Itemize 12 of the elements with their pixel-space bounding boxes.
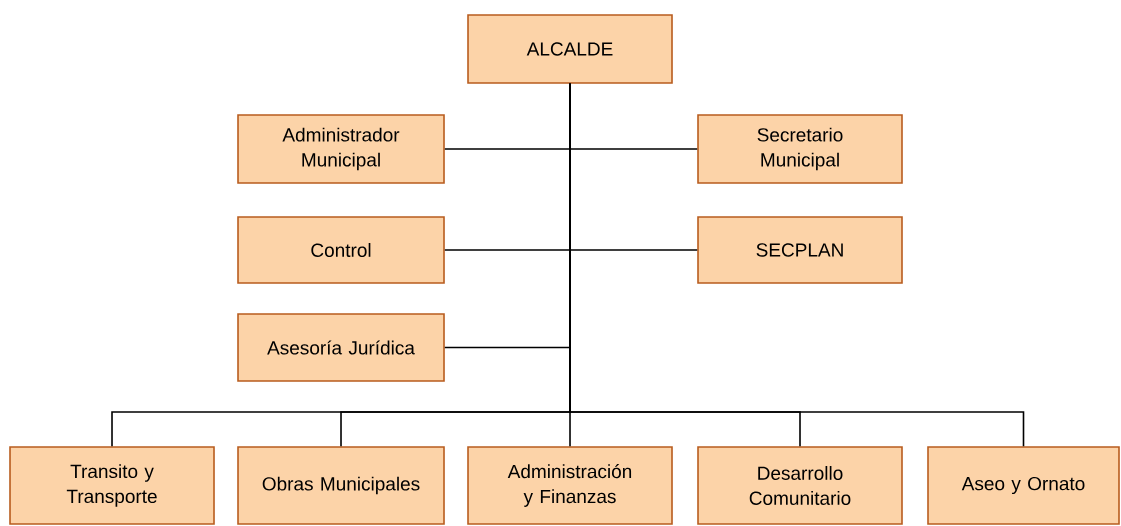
org-box: Transito y Transporte <box>9 446 215 525</box>
org-box: SECPLAN <box>697 216 903 284</box>
org-box: Control <box>237 216 445 284</box>
org-box: Administración y Finanzas <box>467 446 673 525</box>
org-box: Obras Municipales <box>237 446 445 525</box>
org-box: Secretario Municipal <box>697 114 903 184</box>
org-box: Aseo y Ornato <box>927 446 1120 525</box>
org-box: Administrador Municipal <box>237 114 445 184</box>
org-box: Desarrollo Comunitario <box>697 446 903 525</box>
org-box: ALCALDE <box>467 14 673 84</box>
connector-line <box>569 83 1025 447</box>
org-box: Asesoría Jurídica <box>237 313 445 382</box>
